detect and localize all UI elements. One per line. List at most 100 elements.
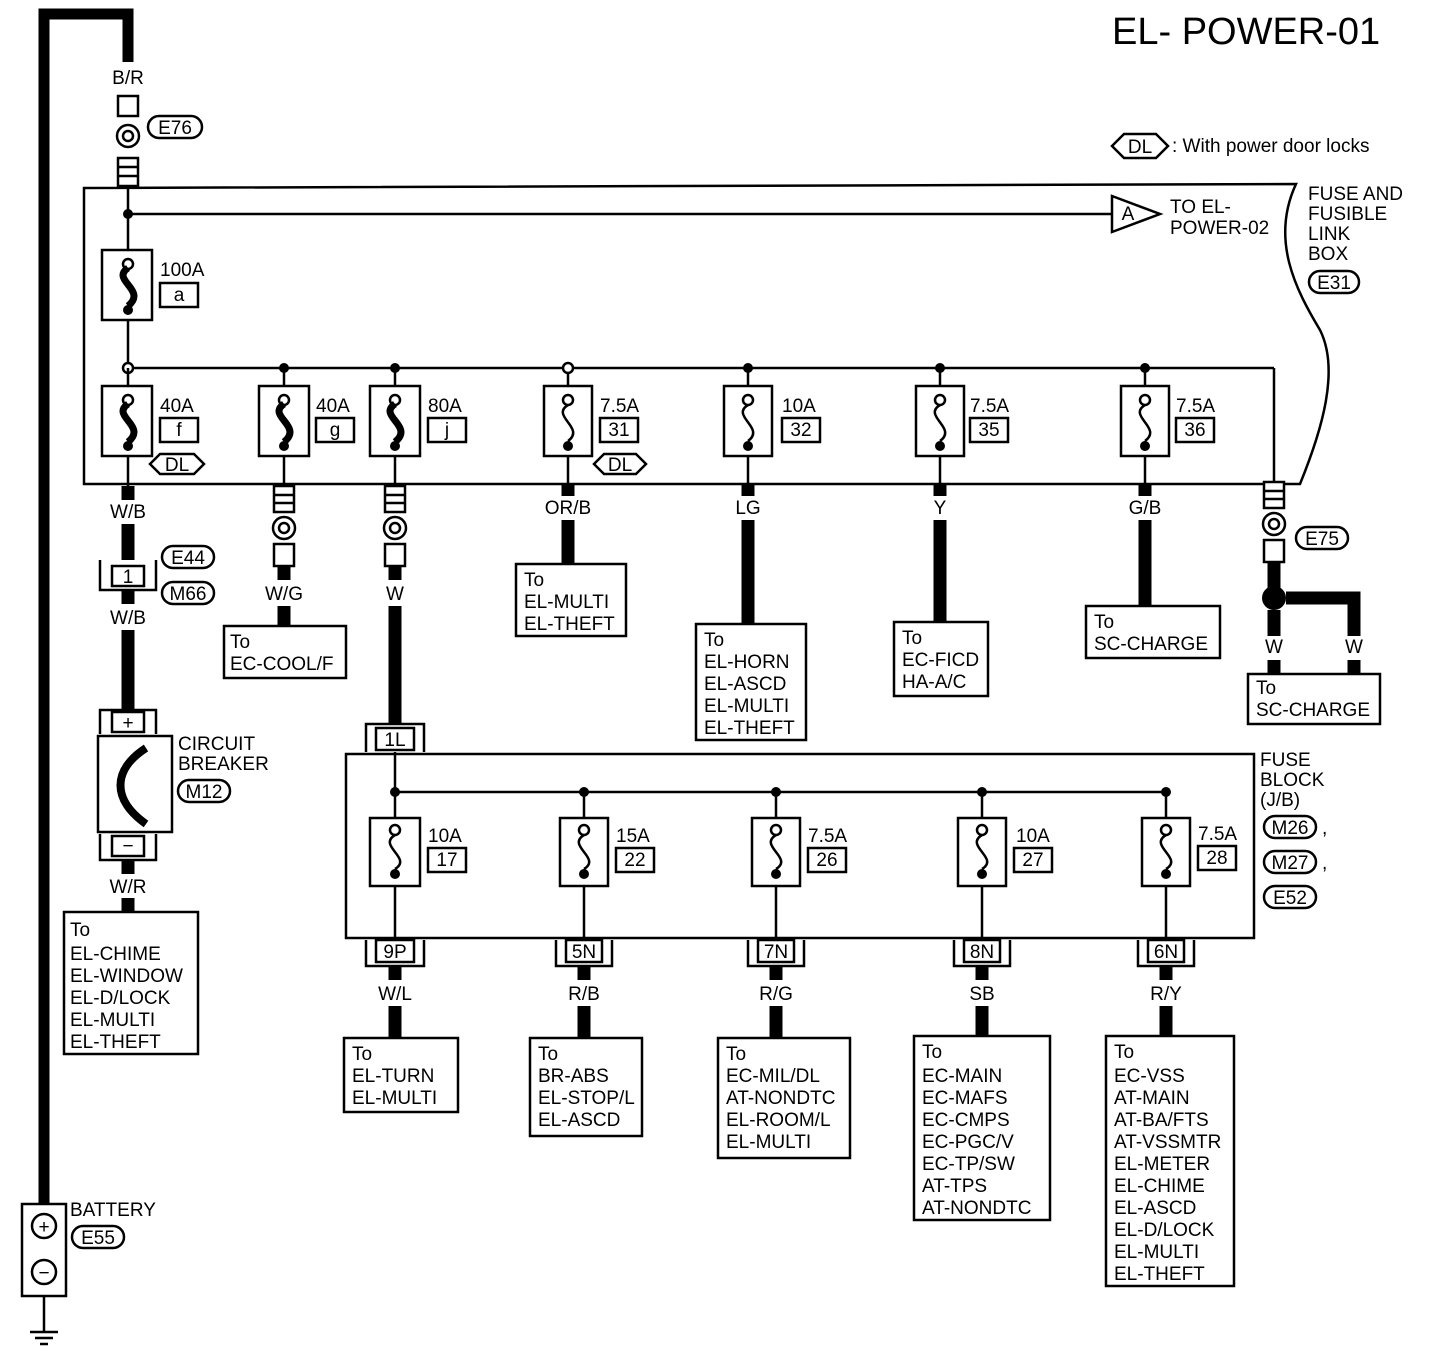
breaker-plus-box (110, 710, 146, 734)
wire-color: W (1345, 637, 1363, 658)
destination-item: EC-TP/SW (922, 1154, 1015, 1175)
fuse-22 (558, 816, 610, 888)
destination-box (892, 620, 990, 698)
m26-connector-label-pill (1262, 814, 1318, 840)
destination-item: AT-NONDTC (922, 1198, 1031, 1219)
fusible-link-g (257, 384, 311, 458)
destination-box (342, 1036, 460, 1114)
fuse-id-box (598, 416, 640, 444)
battery-main-wire (38, 8, 134, 1206)
breaker-minus-box (110, 834, 146, 858)
destination-item: EL-TURN (352, 1066, 434, 1087)
destination-box (62, 910, 200, 1056)
destination-box (716, 1036, 852, 1160)
page-title: EL- POWER-01 (1112, 11, 1380, 53)
wire-color: R/B (568, 984, 600, 1005)
fuse-id-box (1174, 416, 1216, 444)
fuse-id: 17 (436, 850, 457, 871)
destination-item: SC-CHARGE (1256, 700, 1370, 721)
e31-connector-label: E31 (1317, 273, 1351, 294)
destination-item: EL-ASCD (704, 674, 786, 695)
wire-color: W/L (378, 984, 412, 1005)
connector-pin: 6N (1154, 942, 1178, 963)
breaker-name-line: CIRCUIT (178, 734, 255, 755)
fusible-link-rating: 80A (428, 396, 462, 417)
offpage-target-line: TO EL- (1170, 197, 1231, 218)
fuse-id: 22 (624, 850, 645, 871)
destination-item: HA-A/C (902, 672, 966, 693)
connector-pin: 7N (764, 942, 788, 963)
destination-item: EC-MAIN (922, 1066, 1002, 1087)
destination-item: EL-STOP/L (538, 1088, 635, 1109)
dl-legend-symbol (1110, 132, 1170, 160)
fuse-id-box (780, 416, 822, 444)
destination-item: EC-MIL/DL (726, 1066, 820, 1087)
dl-legend-symbol-label: DL (1128, 137, 1152, 158)
dl-symbol-label: DL (608, 455, 632, 476)
fuse-block-name-line: BLOCK (1260, 770, 1325, 791)
connector-body (272, 542, 296, 568)
destination-to-label: To (524, 570, 544, 591)
fuse-36 (1119, 384, 1171, 458)
destination-item: AT-TPS (922, 1176, 987, 1197)
e31-connector-label-pill (1307, 269, 1361, 295)
destination-item: EC-FICD (902, 650, 979, 671)
connector-pin: 1 (123, 567, 134, 588)
destination-to-label: To (704, 630, 724, 651)
destination-item: EL-MULTI (524, 592, 609, 613)
battery-plus-terminal (30, 1212, 58, 1240)
fuse-id-box (1012, 846, 1054, 874)
e55-connector-label-pill (70, 1224, 126, 1250)
battery-plus-sign: + (38, 1217, 49, 1238)
destination-box (1246, 672, 1382, 726)
destination-to-label: To (922, 1042, 942, 1063)
fuse-id: 32 (790, 420, 811, 441)
fuse-28 (1140, 816, 1192, 888)
fuse-id: 26 (816, 850, 837, 871)
destination-to-label: To (230, 632, 250, 653)
terminal (383, 484, 407, 514)
fuse-17 (368, 816, 422, 888)
destination-item: EL-THEFT (70, 1032, 161, 1053)
wire-w (1286, 591, 1361, 636)
fusible-link-id: a (174, 285, 185, 306)
wire-color: W/B (110, 608, 146, 629)
connector-separator: , (1322, 853, 1327, 874)
dl-legend-text: : With power door locks (1172, 136, 1369, 157)
connector-pin: 9P (383, 942, 406, 963)
circuit-breaker-element (116, 744, 149, 828)
junction-dot (561, 361, 575, 375)
destination-box (912, 1034, 1052, 1222)
fuse-id-box (614, 846, 656, 874)
destination-item: EL-THEFT (524, 614, 615, 635)
destination-box (528, 1036, 644, 1138)
destination-to-label: To (1114, 1042, 1134, 1063)
fusible-link-rating: 40A (316, 396, 350, 417)
connector-ring-inner (1267, 517, 1281, 531)
destination-box (1084, 604, 1222, 660)
fusible-link-box-outline (82, 182, 1330, 486)
destination-item: EL-ASCD (538, 1110, 620, 1131)
fusible-link-j (368, 384, 422, 458)
destination-to-label: To (70, 920, 90, 941)
wire-color: W/R (110, 877, 147, 898)
destination-to-label: To (538, 1044, 558, 1065)
fusible-link-rating: 100A (160, 260, 205, 281)
connector-pin-box (374, 938, 416, 964)
destination-item: EC-PGC/V (922, 1132, 1014, 1153)
wire-color: G/B (1129, 498, 1162, 519)
wire-color: R/Y (1150, 984, 1182, 1005)
breaker-plus-sign: + (122, 713, 133, 734)
connector-pin: 8N (970, 942, 994, 963)
fuse-31 (542, 384, 594, 458)
connector-body (383, 542, 407, 568)
fusible-link-box-name-line: FUSE AND (1308, 184, 1403, 205)
connector-ring-inner (388, 521, 402, 535)
m27-connector-label-pill (1262, 849, 1318, 875)
destination-item: EL-MULTI (704, 696, 789, 717)
fuse-rating: 7.5A (1198, 824, 1237, 845)
fuse-32 (722, 384, 774, 458)
destination-to-label: To (1256, 678, 1276, 699)
destination-item: AT-NONDTC (726, 1088, 835, 1109)
